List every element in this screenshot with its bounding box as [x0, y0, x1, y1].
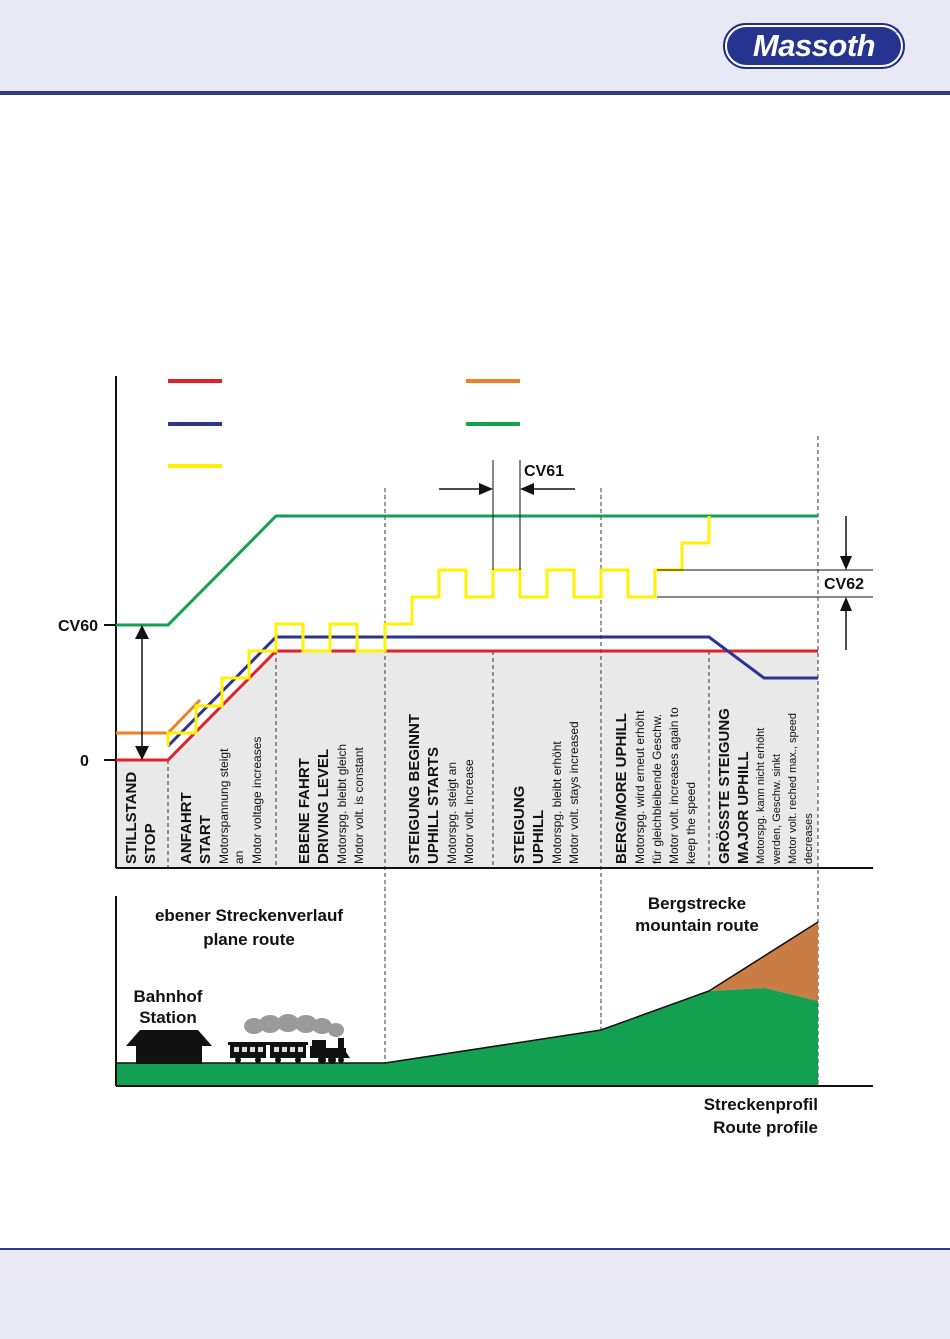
route-profile-de: Streckenprofil [704, 1095, 818, 1114]
svg-text:an: an [232, 851, 246, 864]
svg-text:Motorspg. bleibt gleich: Motorspg. bleibt gleich [335, 744, 349, 864]
svg-text:STEIGUNG: STEIGUNG [511, 786, 528, 864]
legend [168, 379, 520, 468]
phase-start: ANFAHRT START Motorspannung steigt an Mo… [178, 737, 264, 864]
svg-text:STILLSTAND: STILLSTAND [123, 772, 140, 864]
svg-text:Motorspg. bleibt erhöht: Motorspg. bleibt erhöht [550, 741, 564, 864]
station-building [126, 1030, 212, 1064]
cv61-label: CV61 [524, 463, 564, 480]
svg-text:Motor volt. stays increased: Motor volt. stays increased [567, 721, 581, 864]
carriage-2-windows [274, 1047, 303, 1052]
carriage-1-windows [234, 1047, 263, 1052]
axes [104, 376, 873, 869]
svg-text:Motor voltage increases: Motor voltage increases [250, 737, 264, 864]
svg-text:Motor volt. increase: Motor volt. increase [462, 759, 476, 864]
massoth-logo: Massoth ® [723, 23, 905, 69]
svg-text:decreases: decreases [803, 813, 815, 864]
phase-shading [116, 651, 818, 868]
svg-text:keep the speed: keep the speed [684, 782, 698, 864]
route-profile-en: Route profile [713, 1118, 818, 1137]
phase-uphill: STEIGUNG UPHILL Motorspg. bleibt erhöht … [511, 721, 581, 864]
cv-markers [135, 460, 873, 760]
phase-uphill-starts: STEIGUNG BEGINNT UPHILL STARTS Motorspg.… [406, 714, 476, 864]
phase-driving-level: EBENE FAHRT DRIVING LEVEL Motorspg. blei… [296, 744, 366, 864]
route-line [116, 921, 819, 1064]
registered-mark: ® [894, 29, 899, 35]
steam-cloud [244, 1014, 344, 1037]
svg-text:UPHILL: UPHILL [530, 810, 547, 864]
plane-route-en: plane route [203, 930, 295, 949]
phase-labels: STILLSTAND STOP ANFAHRT START Motorspann… [123, 707, 815, 865]
mountain-route-en: mountain route [635, 916, 759, 935]
route-labels: ebener Streckenverlauf plane route Bahnh… [134, 894, 818, 1137]
cv60-label: CV60 [58, 618, 98, 635]
terrain [116, 988, 818, 1086]
svg-text:werden, Geschw. sinkt: werden, Geschw. sinkt [771, 754, 783, 865]
svg-text:ANFAHRT: ANFAHRT [178, 792, 195, 864]
route-profile [115, 896, 873, 1087]
phase-major-uphill: GRÖSSTE STEIGUNG MAJOR UPHILL Motorspg. … [716, 708, 815, 865]
plane-route-de: ebener Streckenverlauf [155, 906, 343, 925]
svg-text:Motor volt. increases again to: Motor volt. increases again to [667, 707, 681, 864]
svg-text:Motorspg. wird erneut erhöht: Motorspg. wird erneut erhöht [633, 710, 647, 864]
svg-text:Motorspannung steigt: Motorspannung steigt [217, 748, 231, 864]
locomotive [310, 1038, 350, 1064]
logo-text: Massoth [727, 27, 901, 65]
mountain-route-de: Bergstrecke [648, 894, 746, 913]
phase-stop: STILLSTAND STOP [123, 772, 159, 864]
svg-text:STEIGUNG BEGINNT: STEIGUNG BEGINNT [406, 714, 423, 864]
svg-text:Motorspg. kann nicht erhöht: Motorspg. kann nicht erhöht [755, 728, 767, 864]
station-label-de: Bahnhof [134, 987, 203, 1006]
svg-text:MAJOR UPHILL: MAJOR UPHILL [735, 752, 752, 865]
header-rule [0, 91, 950, 95]
station-label-en: Station [139, 1008, 197, 1027]
svg-text:STOP: STOP [142, 823, 159, 864]
svg-text:DRIVING LEVEL: DRIVING LEVEL [315, 749, 332, 864]
carriage-1 [228, 1042, 268, 1063]
yellow-line [166, 516, 711, 746]
blue-line [166, 635, 818, 748]
carriage-2 [268, 1042, 308, 1063]
footer-band [0, 1250, 950, 1339]
svg-text:GRÖSSTE STEIGUNG: GRÖSSTE STEIGUNG [716, 708, 733, 864]
phase-more-uphill: BERG/MORE UPHILL Motorspg. wird erneut e… [613, 707, 698, 864]
svg-text:für gleichbleibende Geschw.: für gleichbleibende Geschw. [650, 714, 664, 864]
train [228, 1014, 350, 1064]
svg-text:Motorspg. steigt an: Motorspg. steigt an [445, 762, 459, 864]
cv62-label: CV62 [824, 576, 864, 593]
zero-label: 0 [80, 753, 89, 770]
svg-text:Motor volt. reched max., speed: Motor volt. reched max., speed [787, 713, 799, 864]
svg-text:Motor volt. is constant: Motor volt. is constant [352, 747, 366, 864]
svg-text:UPHILL STARTS: UPHILL STARTS [425, 747, 442, 864]
mountain-rock [709, 922, 818, 1001]
svg-text:EBENE FAHRT: EBENE FAHRT [296, 758, 313, 864]
svg-text:START: START [197, 815, 214, 864]
svg-text:BERG/MORE UPHILL: BERG/MORE UPHILL [613, 713, 630, 864]
